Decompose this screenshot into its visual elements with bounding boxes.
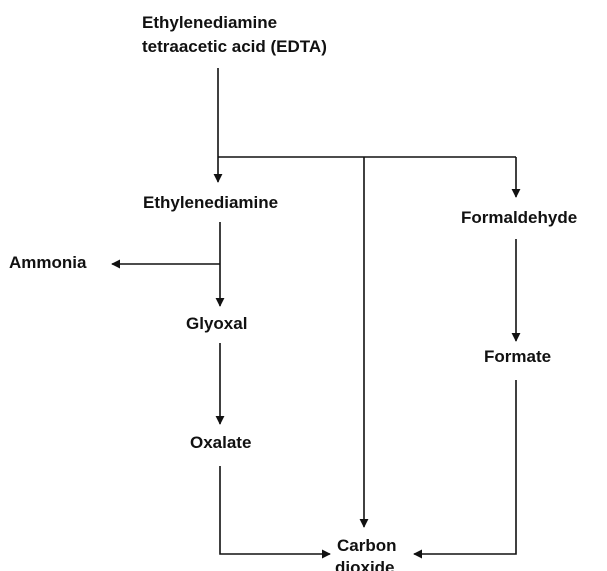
node-carbon-dioxide-line1: Carbon xyxy=(337,536,397,555)
node-ammonia: Ammonia xyxy=(9,253,87,272)
node-formate: Formate xyxy=(484,347,551,366)
node-edta-line2: tetraacetic acid (EDTA) xyxy=(142,37,327,56)
node-oxalate: Oxalate xyxy=(190,433,251,452)
node-carbon-dioxide-line2: dioxide xyxy=(335,558,395,571)
node-glyoxal: Glyoxal xyxy=(186,314,247,333)
edge-formate-to-carbon-dioxide xyxy=(413,380,517,559)
edge-oxalate-to-carbon-dioxide xyxy=(219,466,331,559)
node-edta-line1: Ethylenediamine xyxy=(142,13,277,32)
node-ethylenediamine: Ethylenediamine xyxy=(143,193,278,212)
node-formaldehyde: Formaldehyde xyxy=(461,208,577,227)
